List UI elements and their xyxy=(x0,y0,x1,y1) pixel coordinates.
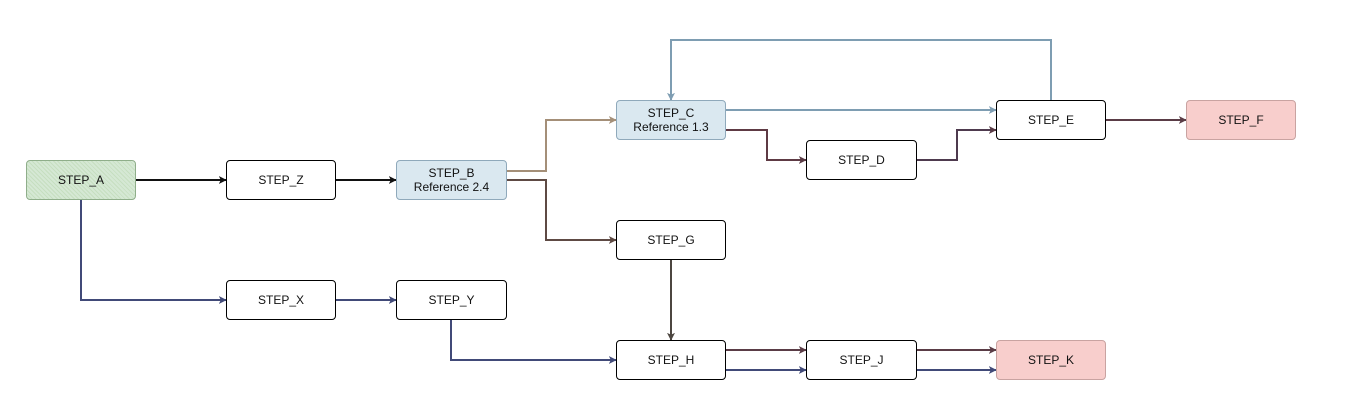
node-step-h[interactable]: STEP_H xyxy=(616,340,726,380)
node-step-x[interactable]: STEP_X xyxy=(226,280,336,320)
node-step-b-reference: Reference 2.4 xyxy=(413,180,490,194)
node-step-j[interactable]: STEP_J xyxy=(806,340,917,380)
edge-d-to-e xyxy=(917,126,997,161)
node-step-z[interactable]: STEP_Z xyxy=(226,160,336,200)
node-step-f[interactable]: STEP_F xyxy=(1186,100,1296,140)
edge-a-to-x xyxy=(80,200,227,304)
node-step-d[interactable]: STEP_D xyxy=(806,140,917,180)
node-step-a-label: STEP_A xyxy=(57,173,105,187)
node-step-a[interactable]: STEP_A xyxy=(26,160,136,200)
edge-b-to-g xyxy=(507,179,617,244)
edge-y-to-h xyxy=(450,320,617,364)
node-step-b[interactable]: STEP_B Reference 2.4 xyxy=(396,160,507,200)
edge-e-to-c-loop xyxy=(667,39,1052,101)
node-step-c-reference: Reference 1.3 xyxy=(633,120,709,134)
node-step-c-label: STEP_C xyxy=(647,106,695,120)
edge-b-to-c xyxy=(507,116,617,172)
node-step-j-label: STEP_J xyxy=(839,353,884,367)
node-step-k-label: STEP_K xyxy=(1027,353,1075,367)
node-step-d-label: STEP_D xyxy=(838,153,885,167)
node-step-e[interactable]: STEP_E xyxy=(996,100,1106,140)
node-step-x-label: STEP_X xyxy=(257,293,305,307)
node-step-z-label: STEP_Z xyxy=(258,173,304,187)
node-step-g-label: STEP_G xyxy=(647,233,695,247)
node-step-y-label: STEP_Y xyxy=(428,293,475,307)
node-step-e-label: STEP_E xyxy=(1027,113,1075,127)
node-step-h-label: STEP_H xyxy=(647,353,695,367)
node-step-k[interactable]: STEP_K xyxy=(996,340,1106,380)
node-step-f-label: STEP_F xyxy=(1218,113,1264,127)
node-step-g[interactable]: STEP_G xyxy=(616,220,726,260)
node-step-c[interactable]: STEP_C Reference 1.3 xyxy=(616,100,726,140)
node-step-y[interactable]: STEP_Y xyxy=(396,280,507,320)
edge-c-to-d xyxy=(726,129,807,164)
node-step-b-label: STEP_B xyxy=(428,166,475,180)
